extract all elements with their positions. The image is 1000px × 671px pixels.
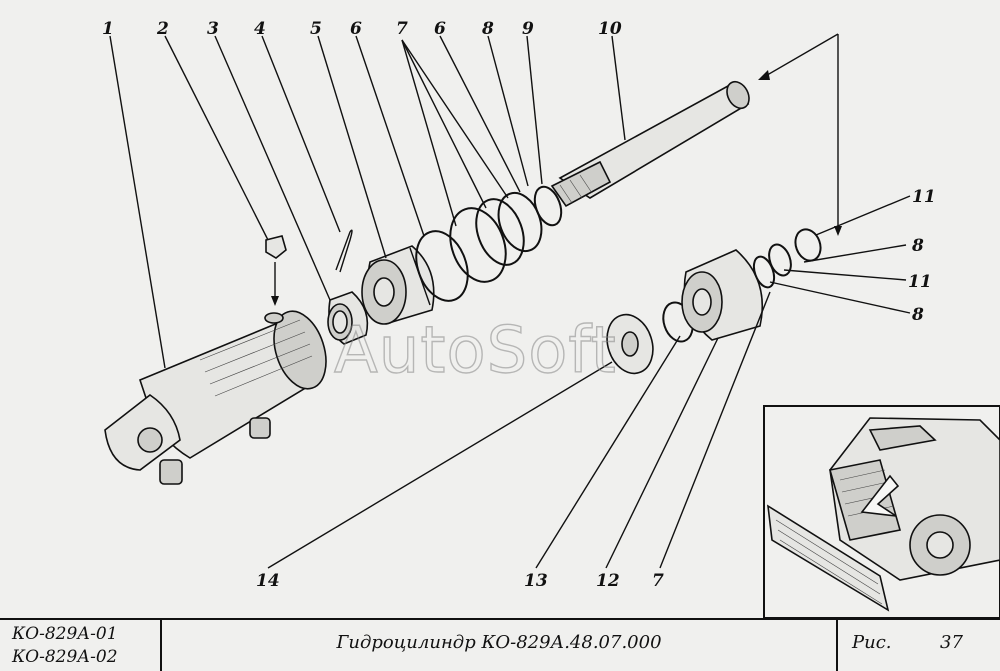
- callout-labels: 1 2 3 4 5 6 7 6 8 9 10 11 8 11 8 14 13 1…: [102, 19, 936, 591]
- callout-11a: 11: [912, 187, 936, 207]
- models-cell: КО-829А-01 КО-829А-02: [0, 620, 162, 671]
- rod-gland-assembly: [606, 33, 842, 375]
- figure-number: 37: [940, 632, 963, 653]
- title-cell: Гидроцилиндр КО-829А.48.07.000: [162, 620, 838, 671]
- piston: [361, 245, 435, 325]
- callout-7b: 7: [652, 571, 664, 591]
- callout-1: 1: [102, 19, 114, 39]
- model-2: КО-829А-02: [12, 647, 118, 667]
- callout-8a: 8: [481, 19, 494, 39]
- grease-fitting: [265, 235, 287, 306]
- callout-6a: 6: [350, 19, 362, 39]
- cotter-pin: [335, 229, 353, 273]
- callout-10: 10: [598, 19, 622, 39]
- callout-14: 14: [256, 571, 280, 591]
- callout-2: 2: [156, 19, 169, 39]
- piston-rod: [550, 80, 750, 208]
- callout-5: 5: [310, 19, 322, 39]
- nut: [327, 291, 369, 345]
- callout-6b: 6: [434, 19, 446, 39]
- callout-7a: 7: [396, 19, 408, 39]
- callout-11b: 11: [908, 272, 932, 292]
- piston-rings: [415, 185, 563, 302]
- title-block: КО-829А-01 КО-829А-02 Гидроцилиндр КО-82…: [0, 618, 1000, 671]
- callout-4: 4: [254, 19, 266, 39]
- callout-8c: 8: [911, 305, 924, 325]
- drawing-title: Гидроцилиндр КО-829А.48.07.000: [336, 632, 662, 653]
- figure-cell: Рис. 37: [838, 620, 1000, 671]
- callout-8b: 8: [911, 236, 924, 256]
- watermark-text: AutoSoft: [334, 314, 617, 388]
- callout-13: 13: [524, 571, 548, 591]
- callout-9: 9: [522, 19, 534, 39]
- inset-truck-view: [763, 405, 1000, 618]
- figure-label: Рис.: [852, 632, 892, 653]
- cylinder-body: [104, 310, 327, 485]
- exploded-assembly-drawing: 1 2 3 4 5 6 7 6 8 9 10 11 8 11 8 14 13 1…: [102, 19, 1000, 618]
- leader-lines: [109, 35, 911, 569]
- callout-3: 3: [207, 19, 219, 39]
- model-1: КО-829А-01: [12, 624, 118, 644]
- callout-12: 12: [596, 571, 620, 591]
